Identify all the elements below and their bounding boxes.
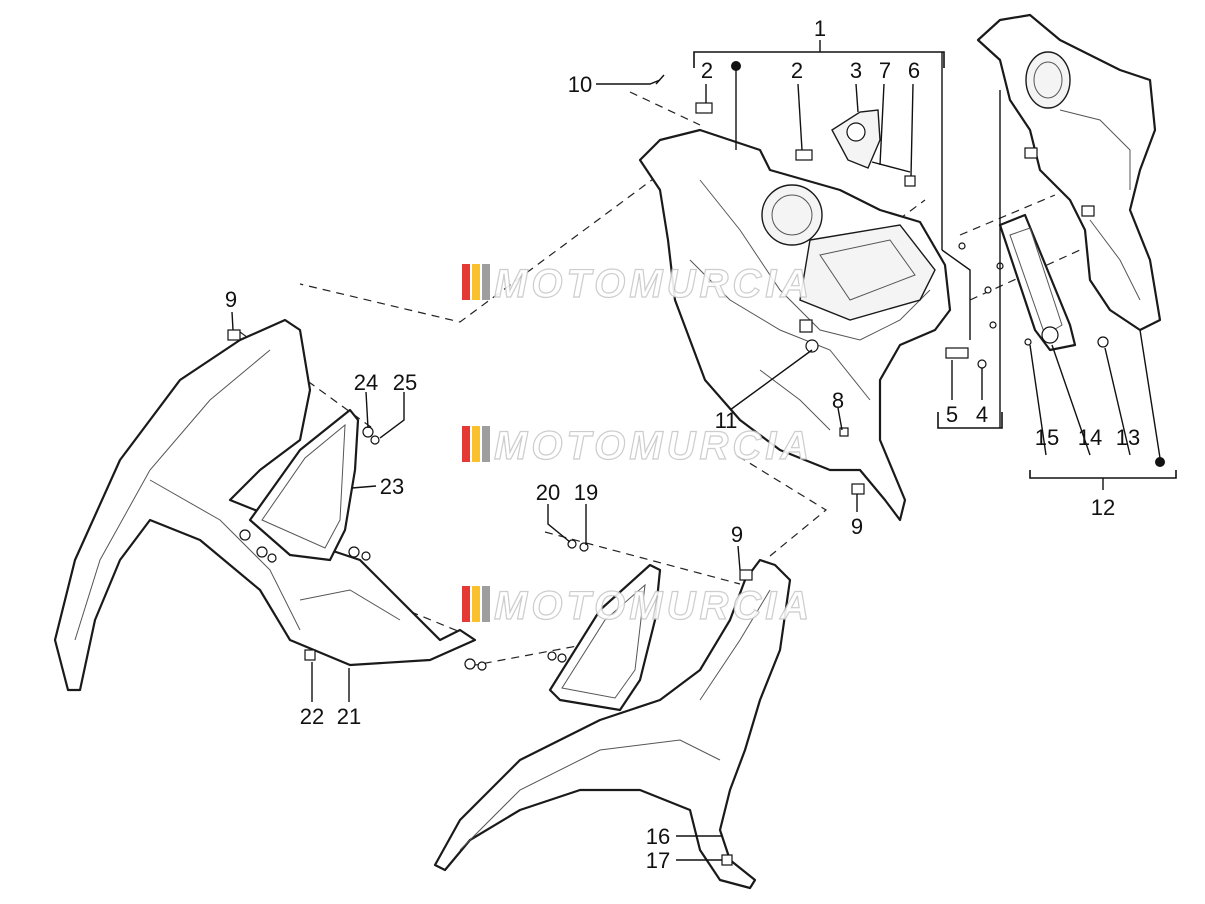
watermark-stripe-red <box>462 586 470 622</box>
clip-6 <box>904 175 916 187</box>
callout-21: 21 <box>337 704 361 729</box>
watermark-stripe-yellow <box>472 426 480 462</box>
callout-15: 15 <box>1035 425 1059 450</box>
bullet-marker-1 <box>731 61 741 71</box>
watermark-stripe-grey <box>482 264 490 300</box>
right-glovebox-panel <box>976 13 1162 332</box>
callout-3: 3 <box>850 58 862 83</box>
left-inner-triangle-panel <box>239 408 360 562</box>
glovebox-screws <box>958 242 1109 348</box>
right-side-fairing <box>433 558 792 890</box>
center-inner-insert <box>548 563 662 712</box>
watermark-stripe-red <box>462 264 470 300</box>
callout-24: 24 <box>354 370 378 395</box>
clip-2-left <box>695 102 713 114</box>
watermark-1: MOTOMURCIA <box>462 261 813 307</box>
callout-14: 14 <box>1078 425 1102 450</box>
callout-2-left: 2 <box>701 58 713 83</box>
callout-labels: 1 2 2 3 7 6 10 5 4 11 8 9 15 14 13 12 9 … <box>225 16 1140 873</box>
screw-4 <box>977 359 987 369</box>
callout-25: 25 <box>393 370 417 395</box>
callout-9-center: 9 <box>851 514 863 539</box>
watermark-stripe-yellow <box>472 586 480 622</box>
callout-5: 5 <box>946 402 958 427</box>
callout-1: 1 <box>814 16 826 41</box>
clip-2-right <box>795 149 813 161</box>
callout-12: 12 <box>1091 495 1115 520</box>
callout-19: 19 <box>574 480 598 505</box>
left-side-fairing <box>53 318 477 692</box>
watermark-stripe-grey <box>482 426 490 462</box>
watermark-3: MOTOMURCIA <box>462 583 813 629</box>
watermark-text: MOTOMURCIA <box>494 424 813 468</box>
watermark-text: MOTOMURCIA <box>494 584 813 628</box>
callout-16: 16 <box>646 824 670 849</box>
small-clips-top <box>655 74 916 187</box>
screw-7 <box>871 161 911 173</box>
glovebox-lid <box>998 213 1077 352</box>
inner-leg-shield-panel <box>638 128 952 522</box>
callout-23: 23 <box>380 474 404 499</box>
watermark-text: MOTOMURCIA <box>494 262 813 306</box>
watermark-stripe-red <box>462 426 470 462</box>
callout-22: 22 <box>300 704 324 729</box>
callout-7: 7 <box>879 58 891 83</box>
callout-8: 8 <box>832 388 844 413</box>
callout-9-right: 9 <box>731 522 743 547</box>
callout-17: 17 <box>646 848 670 873</box>
leader-lines <box>231 40 1177 861</box>
callout-20: 20 <box>536 480 560 505</box>
callout-2-right: 2 <box>791 58 803 83</box>
callout-6: 6 <box>908 58 920 83</box>
callout-9-left: 9 <box>225 287 237 312</box>
bullet-marker-12 <box>1155 457 1165 467</box>
callout-11: 11 <box>715 408 738 433</box>
watermark-stripe-yellow <box>472 264 480 300</box>
callout-13: 13 <box>1116 425 1140 450</box>
fasteners-left <box>227 329 487 671</box>
watermark-stripe-grey <box>482 586 490 622</box>
callout-4: 4 <box>976 402 988 427</box>
callout-10: 10 <box>568 72 592 97</box>
watermark-2: MOTOMURCIA <box>462 423 813 469</box>
screw-10 <box>655 74 665 85</box>
clip-5 <box>945 347 969 359</box>
